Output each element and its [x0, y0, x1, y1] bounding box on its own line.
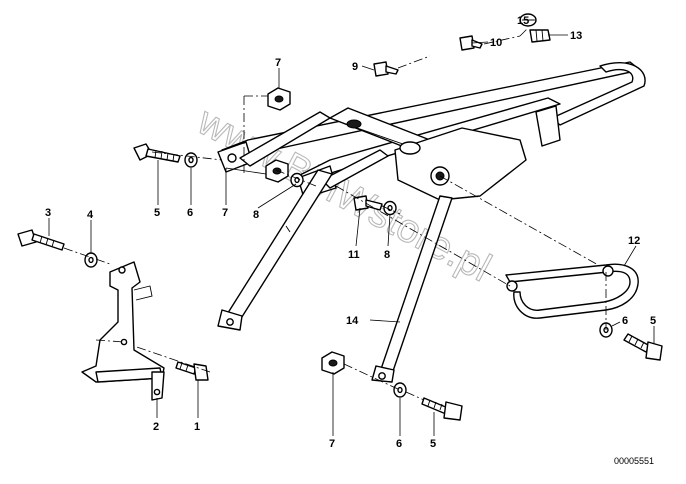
callout-2: 2 — [153, 421, 159, 433]
washer-6-upper — [184, 152, 198, 168]
clip-10 — [459, 35, 483, 51]
callout-6-upper: 6 — [187, 207, 193, 219]
washer-4 — [84, 252, 98, 268]
nut-7-middle — [265, 159, 289, 183]
callout-4: 4 — [87, 209, 94, 221]
callout-9: 9 — [352, 61, 358, 73]
callout-7-top: 7 — [275, 57, 281, 69]
diagram-number: 00005551 — [614, 456, 654, 466]
strut-left — [217, 169, 333, 331]
assembly-lines — [63, 27, 607, 401]
nut-7-bottom — [321, 351, 345, 375]
callout-11: 11 — [348, 249, 360, 261]
bolt-5-bottom — [421, 397, 463, 421]
bracket-2 — [81, 261, 165, 401]
grommet-13 — [529, 29, 551, 43]
callout-14: 14 — [346, 315, 359, 327]
bolt-11 — [353, 195, 383, 211]
callout-15: 15 — [517, 15, 529, 27]
callout-13: 13 — [570, 30, 582, 42]
callout-5-upper: 5 — [154, 207, 160, 219]
strut-14 — [371, 195, 453, 383]
bolt-5-right — [623, 333, 663, 361]
washer-6-bottom — [393, 382, 407, 398]
callout-8-left: 8 — [253, 209, 259, 221]
callout-6-bottom: 6 — [396, 438, 402, 450]
grab-handle-12 — [505, 263, 639, 319]
bolt-5-upper — [133, 143, 181, 163]
bolt-3 — [17, 229, 65, 251]
nut-7-top — [267, 87, 291, 111]
callout-7-middle: 7 — [222, 207, 228, 219]
callout-5-bottom: 5 — [430, 438, 436, 450]
callout-5-right: 5 — [650, 315, 656, 327]
callout-12: 12 — [628, 235, 640, 247]
callout-8-right: 8 — [384, 249, 390, 261]
washer-8-left — [290, 172, 304, 188]
callout-6-right: 6 — [622, 315, 628, 327]
callout-7-bottom: 7 — [329, 438, 335, 450]
callout-3: 3 — [45, 207, 51, 219]
bolt-1 — [175, 361, 209, 381]
callout-10: 10 — [490, 37, 502, 49]
callout-1: 1 — [194, 421, 200, 433]
clip-9 — [373, 61, 399, 77]
leader-lines — [48, 19, 655, 436]
callout-labels: 15 13 10 9 7 5 6 7 8 11 8 3 4 12 14 6 5 … — [45, 15, 656, 450]
